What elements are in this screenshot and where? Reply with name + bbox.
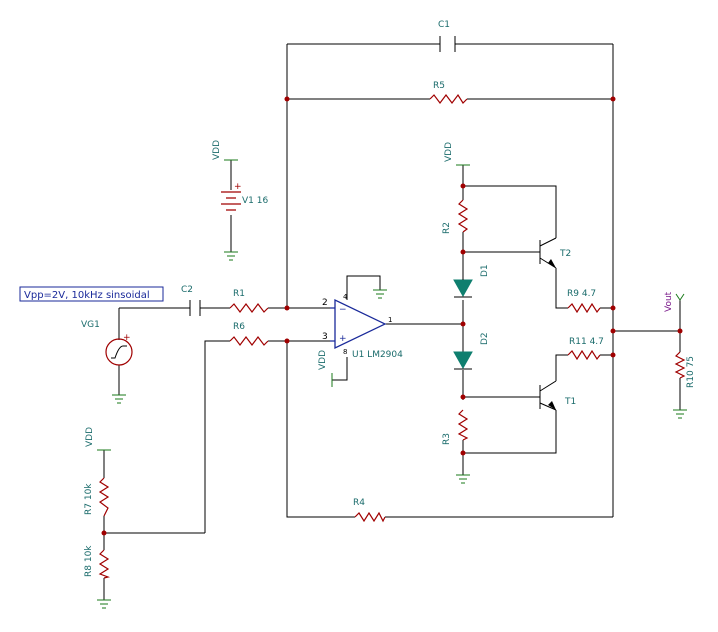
svg-text:3: 3 bbox=[322, 332, 328, 342]
svg-text:R2: R2 bbox=[442, 222, 452, 234]
svg-text:C1: C1 bbox=[438, 20, 450, 30]
resistor-r3[interactable]: R3 bbox=[442, 409, 469, 445]
resistor-r5[interactable]: R5 bbox=[429, 81, 468, 104]
resistor-r6[interactable]: R6 bbox=[229, 322, 269, 346]
svg-text:−: − bbox=[339, 305, 347, 315]
svg-text:T2: T2 bbox=[559, 249, 571, 259]
capacitor-c2[interactable]: C2 bbox=[181, 285, 201, 316]
diode-d2[interactable]: D2 bbox=[453, 332, 490, 370]
diode-d1[interactable]: D1 bbox=[453, 264, 490, 298]
resistor-r2[interactable]: R2 bbox=[442, 199, 469, 234]
resistor-r8[interactable]: R8 10k bbox=[84, 545, 111, 579]
svg-text:R7 10k: R7 10k bbox=[84, 483, 94, 515]
signal-note: Vpp=2V, 10kHz sinsoidal bbox=[19, 286, 164, 302]
svg-text:R3: R3 bbox=[442, 433, 452, 445]
svg-text:R5: R5 bbox=[433, 81, 445, 91]
svg-text:VDD: VDD bbox=[318, 350, 328, 370]
resistor-r9[interactable]: R9 4.7 bbox=[567, 289, 601, 314]
svg-text:2: 2 bbox=[322, 298, 328, 308]
svg-text:R1: R1 bbox=[233, 289, 245, 299]
vdd-r2-label: VDD bbox=[444, 142, 470, 166]
resistor-r11[interactable]: R11 4.7 bbox=[567, 337, 604, 361]
opamp-u1[interactable]: − + 2 3 4 8 1 U1 LM2904 bbox=[322, 293, 403, 360]
svg-text:Vout: Vout bbox=[664, 291, 674, 312]
svg-text:V1 16: V1 16 bbox=[242, 196, 268, 206]
svg-text:+: + bbox=[339, 334, 347, 344]
vdd-r7-label: VDD bbox=[85, 427, 111, 451]
svg-text:VDD: VDD bbox=[85, 427, 95, 447]
svg-text:R11 4.7: R11 4.7 bbox=[569, 337, 604, 347]
transistor-t2[interactable]: T2 bbox=[539, 237, 571, 269]
svg-text:Vpp=2V, 10kHz sinsoidal: Vpp=2V, 10kHz sinsoidal bbox=[24, 290, 150, 301]
vdd-u1-label: VDD bbox=[318, 350, 333, 387]
svg-text:R9 4.7: R9 4.7 bbox=[567, 289, 596, 299]
battery-v1[interactable]: + V1 16 bbox=[221, 182, 268, 211]
svg-text:1: 1 bbox=[388, 316, 392, 324]
svg-text:R4: R4 bbox=[353, 498, 365, 508]
capacitor-c1[interactable]: C1 bbox=[438, 20, 456, 52]
signal-source-vg1[interactable]: + VG1 bbox=[81, 320, 133, 366]
svg-text:+: + bbox=[234, 182, 242, 192]
vdd-v1-label: VDD bbox=[212, 140, 238, 161]
junction-dots bbox=[101, 96, 683, 536]
svg-text:T1: T1 bbox=[564, 397, 576, 407]
svg-text:R10 75: R10 75 bbox=[686, 356, 696, 388]
ground-symbols bbox=[97, 251, 687, 609]
svg-text:+: + bbox=[123, 333, 131, 343]
svg-text:D2: D2 bbox=[480, 332, 490, 345]
svg-text:VDD: VDD bbox=[212, 140, 222, 160]
resistor-r1[interactable]: R1 bbox=[229, 289, 269, 313]
svg-text:8: 8 bbox=[343, 348, 347, 356]
resistor-r4[interactable]: R4 bbox=[353, 498, 386, 523]
svg-text:C2: C2 bbox=[181, 285, 193, 295]
vout-terminal: Vout bbox=[664, 291, 685, 312]
svg-text:4: 4 bbox=[343, 293, 348, 301]
svg-text:U1 LM2904: U1 LM2904 bbox=[352, 350, 403, 360]
transistor-t1[interactable]: T1 bbox=[539, 380, 576, 411]
svg-text:D1: D1 bbox=[480, 264, 490, 277]
resistor-r7[interactable]: R7 10k bbox=[84, 477, 110, 517]
resistor-r10[interactable]: R10 75 bbox=[674, 351, 696, 388]
svg-text:VG1: VG1 bbox=[81, 320, 100, 330]
svg-text:VDD: VDD bbox=[444, 142, 454, 162]
svg-text:R8 10k: R8 10k bbox=[84, 545, 94, 577]
svg-text:R6: R6 bbox=[233, 322, 245, 332]
